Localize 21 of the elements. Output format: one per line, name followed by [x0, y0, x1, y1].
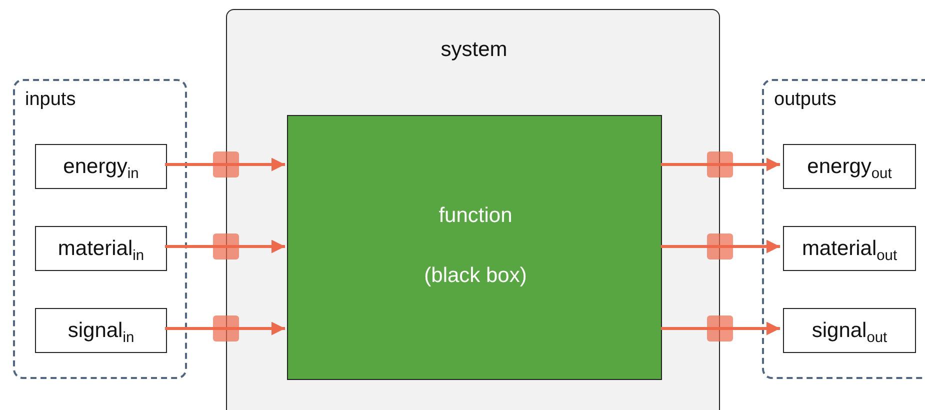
box-label: material$_{out}$	[802, 236, 898, 260]
box-label: material$_{in}$	[58, 236, 144, 260]
output-box	[783, 226, 916, 271]
group-title: outputs	[774, 89, 836, 111]
group-title: inputs	[25, 89, 76, 111]
system-box	[226, 9, 720, 410]
box-label: signal$_{out}$	[812, 318, 888, 342]
box-label: signal$_{in}$	[68, 318, 134, 342]
input-box	[35, 144, 167, 189]
output-box	[783, 308, 916, 353]
input-box	[35, 308, 167, 353]
box-subtitle: (black box)	[424, 264, 527, 288]
function-box	[287, 115, 662, 380]
box-label: energy$_{out}$	[807, 154, 892, 178]
input-box	[35, 226, 167, 271]
box-title: function	[438, 204, 512, 228]
box-label: energy$_{in}$	[63, 154, 139, 178]
dashed-group-frame	[13, 79, 187, 379]
output-box	[783, 144, 916, 189]
box-title: system	[440, 38, 508, 62]
dashed-group-frame	[762, 79, 925, 379]
